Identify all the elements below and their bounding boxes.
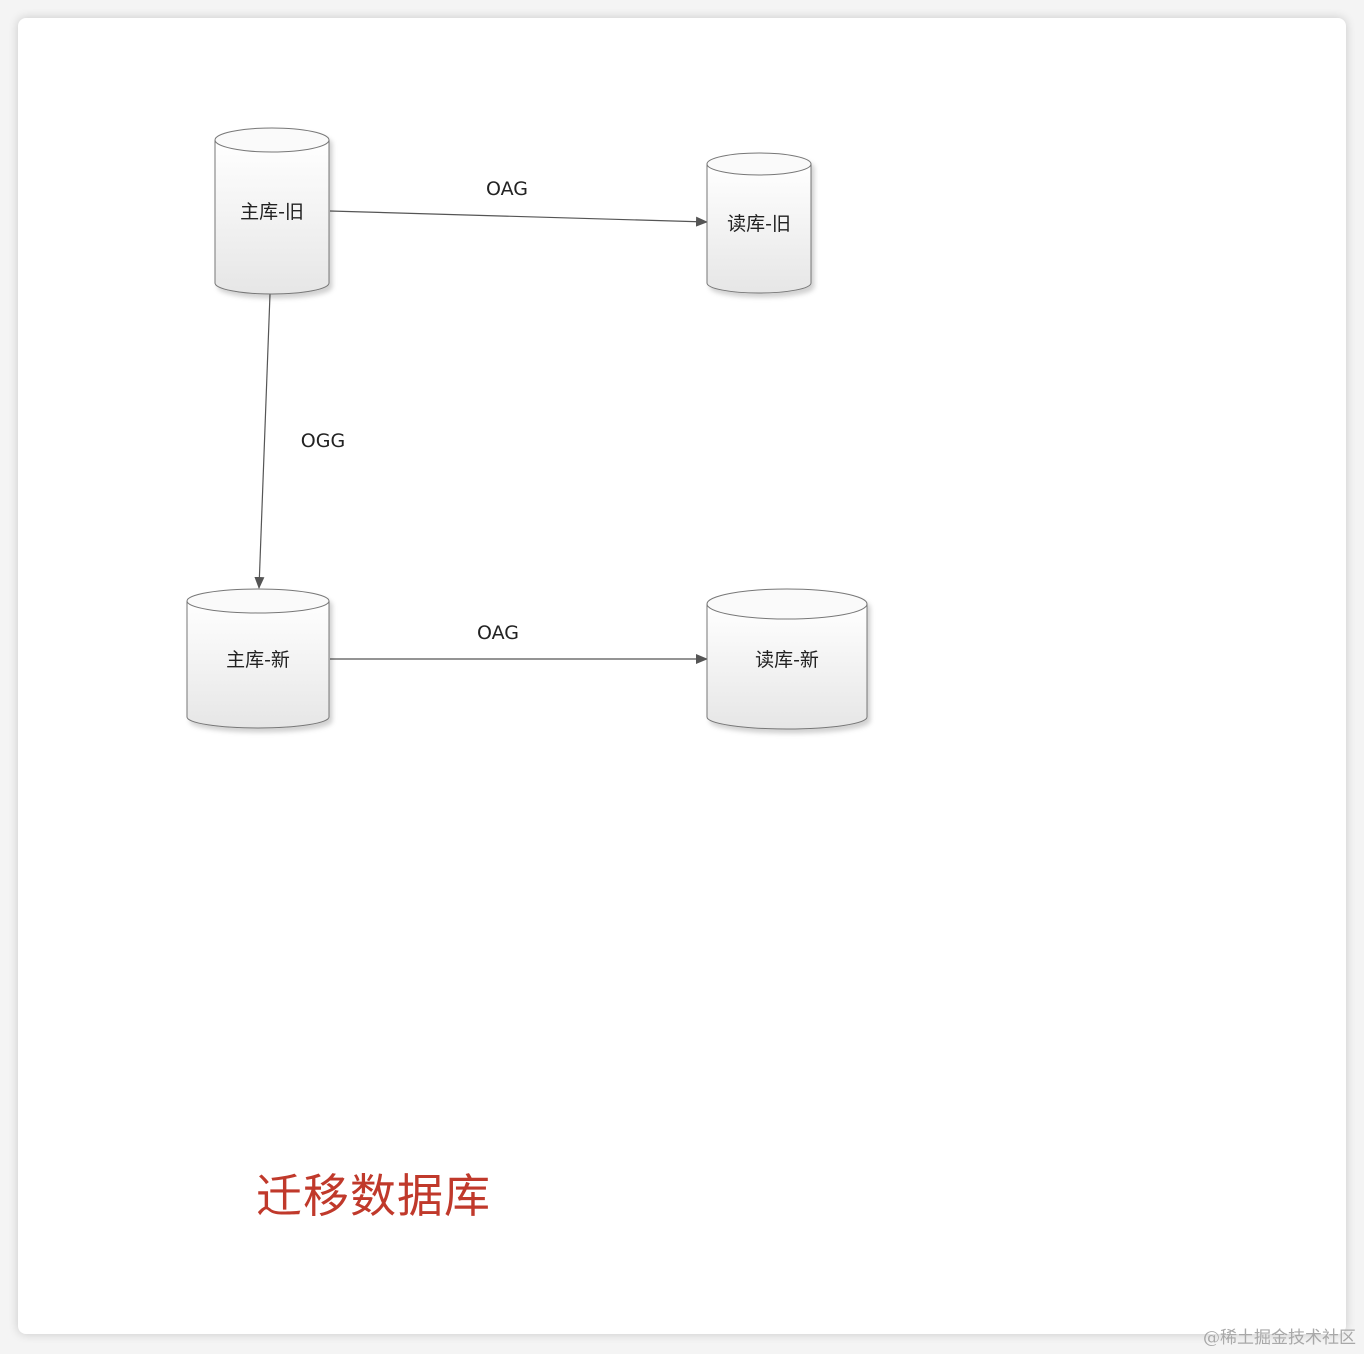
node-label-primary-old: 主库-旧 bbox=[240, 201, 304, 223]
edge-label-oag-new: OAG bbox=[477, 622, 519, 644]
watermark: @稀土掘金技术社区 bbox=[1203, 1328, 1356, 1348]
edge-primary-old-to-read-old: OAG bbox=[329, 178, 708, 227]
edge-primary-new-to-read-new: OAG bbox=[330, 622, 708, 664]
node-label-primary-new: 主库-新 bbox=[226, 649, 290, 671]
node-primary-old[interactable]: 主库-旧 bbox=[214, 127, 330, 295]
node-primary-new[interactable]: 主库-新 bbox=[186, 588, 330, 729]
node-read-old[interactable]: 读库-旧 bbox=[706, 152, 812, 294]
edge-primary-old-to-primary-new: OGG bbox=[254, 293, 345, 589]
node-label-read-old: 读库-旧 bbox=[727, 213, 791, 235]
edge-label-oag-old: OAG bbox=[486, 178, 528, 200]
node-label-read-new: 读库-新 bbox=[755, 649, 819, 671]
node-read-new[interactable]: 读库-新 bbox=[706, 588, 868, 730]
edge-label-ogg: OGG bbox=[301, 430, 345, 452]
diagram-title: 迁移数据库 bbox=[256, 1169, 491, 1223]
